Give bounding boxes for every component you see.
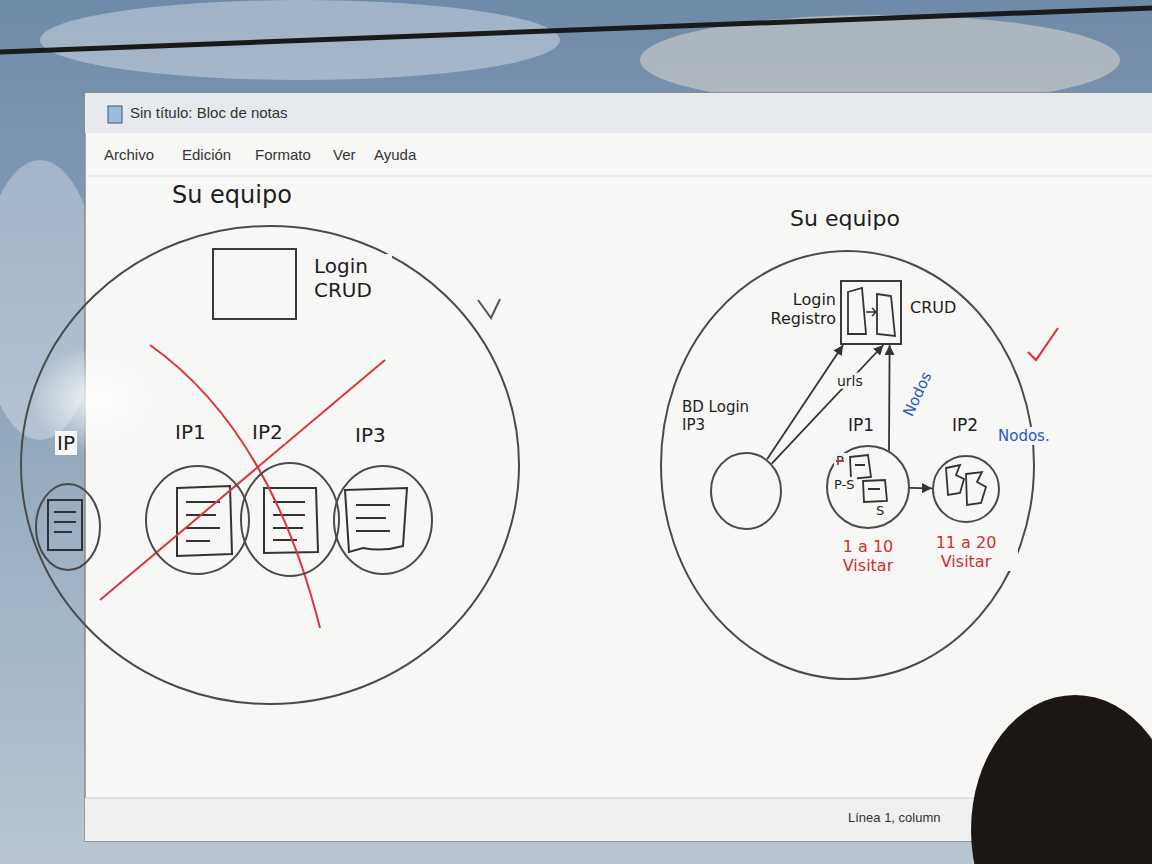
menu-item: Ayuda <box>374 146 416 164</box>
circle-outline <box>933 456 999 522</box>
node-circle: IP1PP-SSNodos1 a 10 Visitar <box>826 445 910 529</box>
node-circle: Su equipoLogin RegistroCRUDBD Login IP3I… <box>660 250 1035 680</box>
screen-edge <box>0 8 1152 52</box>
node-title: Su equipo <box>788 206 902 232</box>
circle-outline <box>711 453 781 529</box>
circle-outline <box>145 465 250 575</box>
circle-outline <box>660 250 1035 680</box>
node-title: IP3 <box>353 423 388 447</box>
page-sketch <box>848 288 866 334</box>
node-note: Nodos <box>899 367 937 421</box>
node-title: BD Login IP3 <box>680 398 760 434</box>
node-note: CRUD <box>908 298 958 317</box>
node-note: S <box>874 503 886 519</box>
document-sketch <box>966 472 986 505</box>
document-sketch <box>946 465 964 495</box>
node-title: IP1 <box>173 420 208 444</box>
node-circle: IP1 <box>145 465 250 575</box>
connector-arrow <box>910 487 932 489</box>
circle-outline <box>146 466 249 574</box>
circle-outline <box>661 251 1034 679</box>
circle-outline <box>241 463 339 576</box>
pen-stroke <box>478 299 500 318</box>
status-text: Línea 1, column <box>848 810 941 826</box>
node-circle: Su equipoLogin CRUDIPIP1IP2IP3 <box>20 225 520 705</box>
arrow-sketch <box>866 308 876 316</box>
node-circle: IP2Nodos.11 a 20 Visitar <box>932 455 1000 523</box>
circle-outline <box>710 452 782 530</box>
menu-item: Formato <box>255 146 311 164</box>
node-circle: IP3 <box>333 465 433 575</box>
node-note: P-S <box>832 477 857 493</box>
document-sketch <box>863 480 887 502</box>
node-note: Nodos. <box>996 427 1052 445</box>
menu-item: Ver <box>333 146 356 164</box>
window-title: Sin título: Bloc de notas <box>130 104 288 122</box>
circle-outline <box>35 483 101 571</box>
node-title: IP2 <box>950 415 980 435</box>
circle-outline <box>20 225 520 705</box>
check-mark <box>1028 328 1058 360</box>
notepad-icon <box>108 106 122 123</box>
circle-outline <box>932 455 1000 523</box>
node-title: Su equipo <box>170 181 294 210</box>
node-title: IP <box>55 431 77 455</box>
document-sketch <box>48 500 82 550</box>
circle-outline <box>36 484 100 570</box>
node-note: 11 a 20 Visitar <box>914 533 1018 571</box>
circle-outline <box>21 226 519 704</box>
menu-item: Edición <box>182 146 231 164</box>
circle-outline <box>240 462 340 577</box>
edge-label: urls <box>835 372 865 389</box>
page-sketch <box>877 294 895 336</box>
node-circle: IP <box>35 483 101 571</box>
document-sketch <box>850 455 871 479</box>
connector-arrow <box>767 345 843 459</box>
circle-outline <box>827 446 909 528</box>
viewer-head <box>971 695 1152 864</box>
node-note: 1 a 10 Visitar <box>822 537 914 575</box>
document-sketch <box>264 488 318 553</box>
node-title: IP2 <box>250 420 285 444</box>
cross-out-line <box>150 345 320 628</box>
notepad-window <box>85 93 1152 841</box>
cross-out-line <box>100 360 385 600</box>
process-box: Login CRUD <box>212 248 297 320</box>
node-note: P <box>834 453 846 469</box>
circle-outline <box>333 465 433 575</box>
cloud <box>640 15 1120 105</box>
node-title: Login Registro <box>750 290 838 328</box>
node-circle: BD Login IP3 <box>710 452 782 530</box>
node-circle: IP2 <box>240 462 340 577</box>
document-sketch <box>345 488 407 552</box>
process-box: Login RegistroCRUD <box>840 280 902 345</box>
title-bar <box>85 93 1152 133</box>
circle-outline <box>334 466 432 574</box>
projector-glare <box>30 345 170 455</box>
node-title: Login CRUD <box>312 254 392 302</box>
node-title: IP1 <box>846 415 876 435</box>
menu-separator <box>85 176 1152 177</box>
menu-item: Archivo <box>104 146 154 164</box>
connector-arrow <box>888 345 890 451</box>
